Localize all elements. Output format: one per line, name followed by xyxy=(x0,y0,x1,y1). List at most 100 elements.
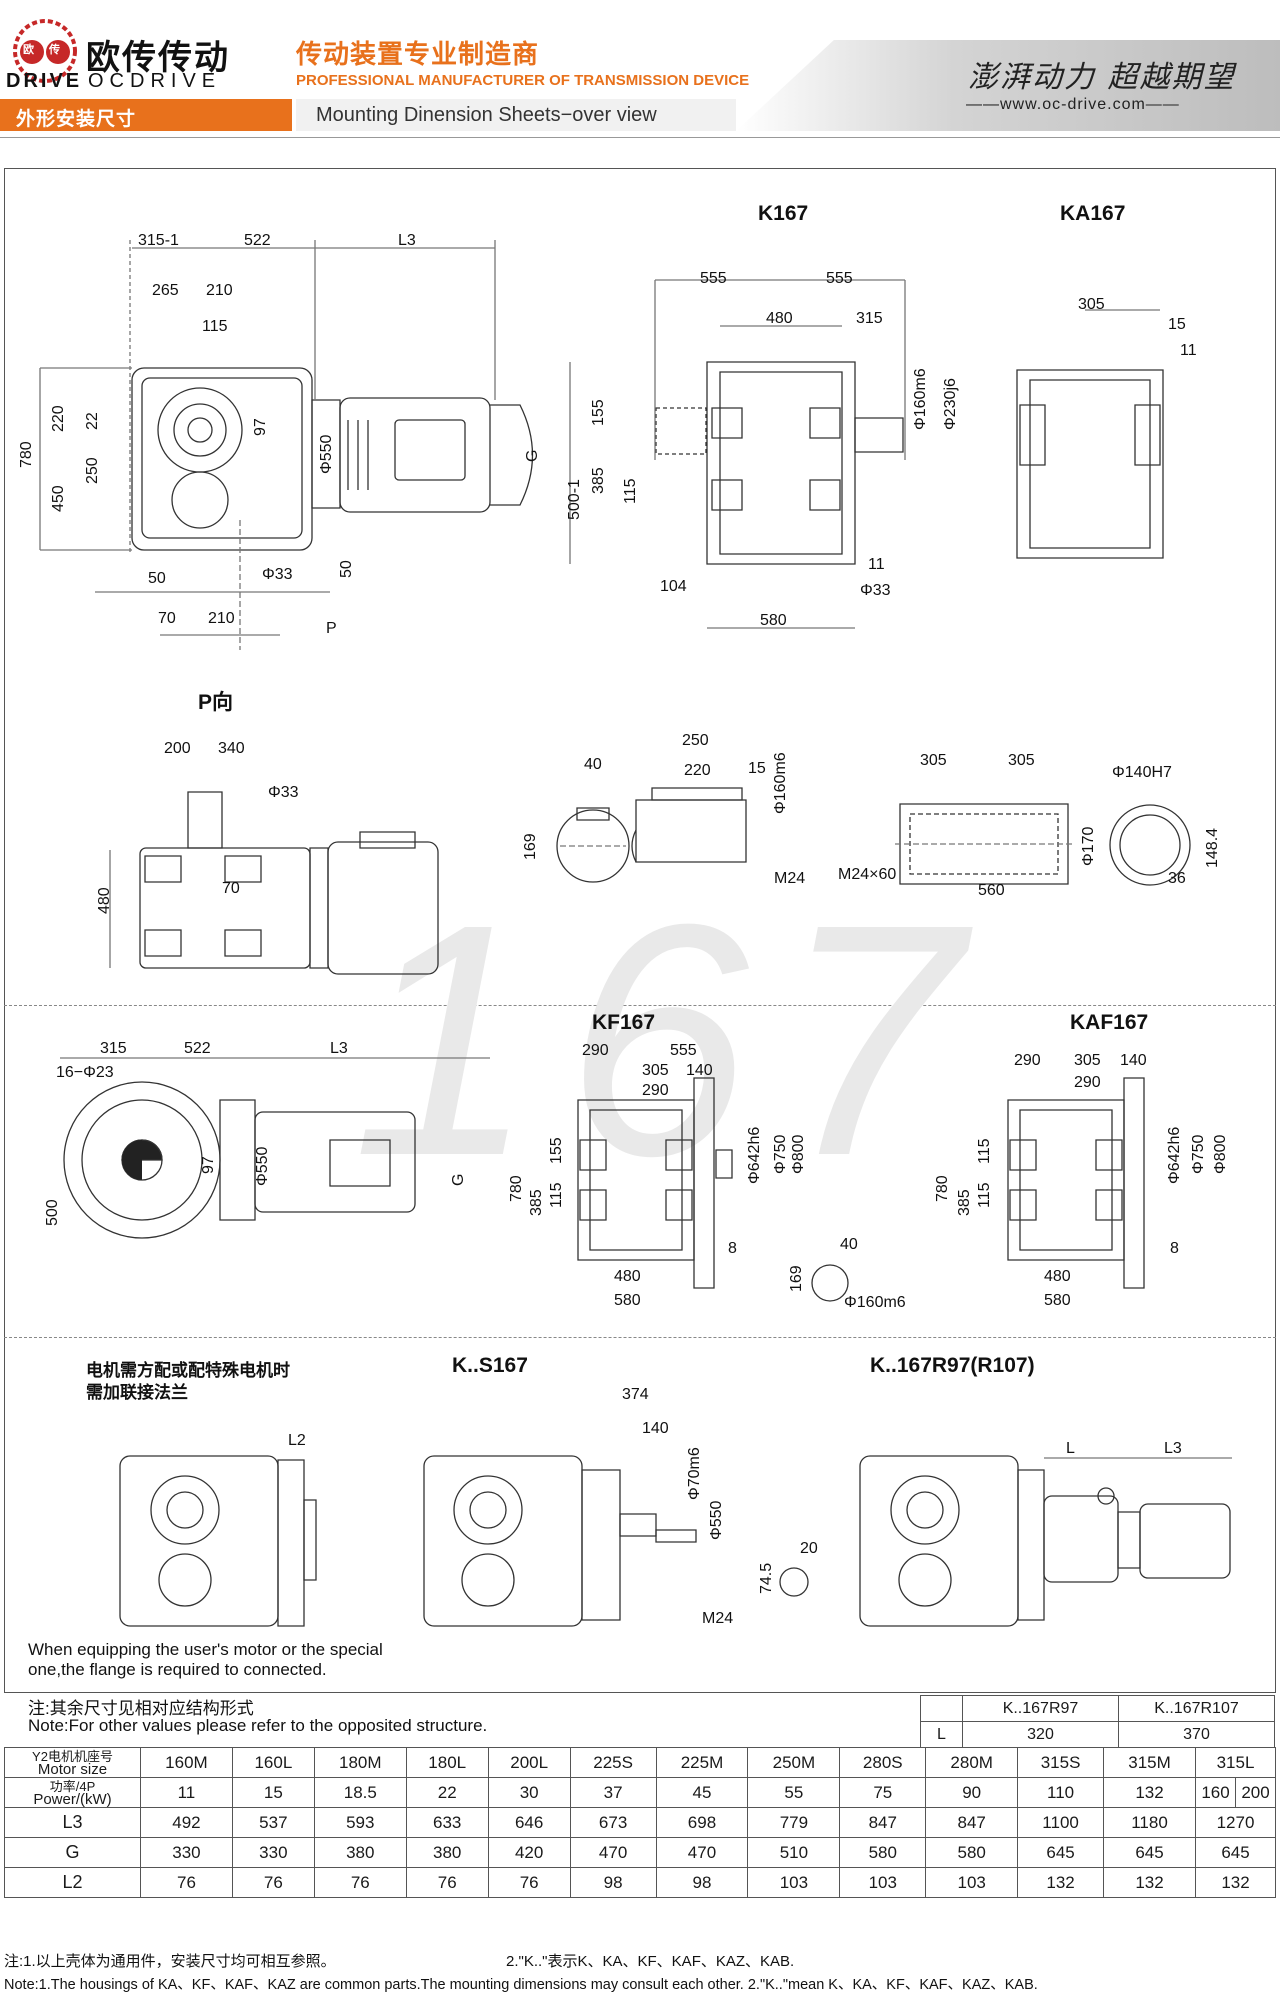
view-title-kf167: KF167 xyxy=(592,1011,656,1034)
kr97-view-outline xyxy=(860,1456,1232,1626)
header-rule xyxy=(0,137,1280,138)
table-cell: 103 xyxy=(747,1867,841,1898)
motor-size-header: Y2电机机座号 Motor size xyxy=(4,1747,141,1778)
r-table-cell: 370 xyxy=(1118,1721,1275,1748)
table-cell: 645 xyxy=(1195,1837,1276,1868)
dim-label: 374 xyxy=(622,1386,649,1403)
dim-label: 169 xyxy=(788,1265,805,1292)
table-cell: 55 xyxy=(747,1777,841,1808)
dim-label: 148.4 xyxy=(1204,827,1221,868)
dim-label: 104 xyxy=(660,578,687,595)
dim-label: M24×60 xyxy=(838,866,897,883)
kf-main-view-outline xyxy=(60,1058,490,1238)
dim-label: G xyxy=(524,449,541,462)
table-cell: 847 xyxy=(925,1807,1019,1838)
dim-label: 780 xyxy=(18,441,35,468)
dim-label: 480 xyxy=(766,310,793,327)
dim-label: 500 xyxy=(44,1199,61,1226)
table-cell: 1180 xyxy=(1103,1807,1196,1838)
row-label: L2 xyxy=(4,1867,141,1898)
hollow-bore-section xyxy=(1110,805,1190,885)
dim-label: 97 xyxy=(200,1156,217,1174)
motor-spec-table: Y2电机机座号 Motor size 160M 160L 180M 180L 2… xyxy=(4,1747,1276,1898)
dim-label: 522 xyxy=(184,1040,211,1057)
dim-label: 305 xyxy=(1008,752,1035,769)
dim-label: G xyxy=(450,1173,467,1186)
r-table-row-label: L xyxy=(920,1721,963,1748)
table-cell: 593 xyxy=(313,1807,407,1838)
dim-label: 220 xyxy=(684,762,711,779)
motor-size-label-cn: Y2电机机座号 xyxy=(32,1748,113,1764)
dim-label: 385 xyxy=(528,1189,545,1216)
table-cell: 132 xyxy=(1195,1867,1276,1898)
table-cell: 132 xyxy=(1017,1867,1105,1898)
dim-label: 140 xyxy=(1120,1052,1147,1069)
dim-label: L3 xyxy=(330,1040,348,1057)
power-header: 功率/4P Power/(kW) xyxy=(4,1777,141,1808)
table-row: L3 492 537 593 633 646 673 698 779 847 8… xyxy=(4,1807,1276,1838)
kf167-view-outline xyxy=(578,1078,732,1288)
dim-label: Φ750 xyxy=(1190,1134,1207,1174)
table-cell: 779 xyxy=(747,1807,841,1838)
dim-label: Φ642h6 xyxy=(1166,1126,1183,1184)
table-cell: 37 xyxy=(569,1777,657,1808)
table-cell: 110 xyxy=(1017,1777,1105,1808)
table-cell: 280M xyxy=(925,1747,1019,1778)
logo-badge-left: 欧 xyxy=(23,44,34,56)
reducer-length-table: K..167R97 K..167R107 L 320 370 xyxy=(920,1695,1275,1748)
table-cell: 225M xyxy=(655,1747,749,1778)
table-cell: 160M xyxy=(140,1747,233,1778)
dim-label: 200 xyxy=(164,740,191,757)
dim-label: 155 xyxy=(590,399,607,426)
table-cell: 160 xyxy=(1195,1777,1236,1808)
dim-label: 8 xyxy=(728,1240,737,1257)
k167-view-outline xyxy=(570,280,905,628)
row-label: L3 xyxy=(4,1807,141,1838)
dim-label: 315 xyxy=(100,1040,127,1057)
dim-label: Φ800 xyxy=(790,1134,807,1174)
brand-logo-icon xyxy=(13,19,77,83)
table-cell: 90 xyxy=(925,1777,1019,1808)
ka167-view-outline xyxy=(1017,310,1163,558)
table-cell: 180M xyxy=(313,1747,407,1778)
slogan-en: PROFESSIONAL MANUFACTURER OF TRANSMISSIO… xyxy=(296,72,750,89)
table-cell: 315M xyxy=(1103,1747,1196,1778)
dim-label: 305 xyxy=(920,752,947,769)
table-cell: 76 xyxy=(313,1867,407,1898)
dim-label: L3 xyxy=(398,232,416,249)
table-cell: 633 xyxy=(405,1807,489,1838)
dim-label: 11 xyxy=(868,556,885,573)
table-cell: 160L xyxy=(231,1747,315,1778)
dim-label: 70 xyxy=(158,610,176,627)
table-cell: 280S xyxy=(839,1747,927,1778)
brand-name-en-right: OCDRIVE xyxy=(88,70,222,92)
view-title-p: P向 xyxy=(198,691,234,714)
dim-label: 11 xyxy=(1180,342,1197,359)
table-cell: 847 xyxy=(839,1807,927,1838)
dim-label: M24 xyxy=(774,870,806,887)
dim-label: 305 xyxy=(642,1062,669,1079)
motor-size-label-en: Motor size xyxy=(37,1760,108,1778)
dim-label: 555 xyxy=(670,1042,697,1059)
table-cell: 98 xyxy=(569,1867,657,1898)
dim-label: 385 xyxy=(956,1189,973,1216)
dim-label: 115 xyxy=(976,1138,993,1164)
dim-label: Φ550 xyxy=(708,1500,725,1540)
table-row: L2 76 76 76 76 76 98 98 103 103 103 132 … xyxy=(4,1867,1276,1898)
table-cell: 420 xyxy=(487,1837,571,1868)
website: ——www.oc-drive.com—— xyxy=(966,96,1180,113)
dim-label: 74.5 xyxy=(758,1562,775,1594)
brand-name-cn: 欧传传动 xyxy=(86,39,230,77)
dim-label: Φ230j6 xyxy=(942,378,959,430)
dim-label: 155 xyxy=(548,1137,565,1164)
dim-label: 8 xyxy=(1170,1240,1179,1257)
dim-label: 115 xyxy=(202,318,228,335)
dim-label: 480 xyxy=(1044,1268,1071,1285)
dim-label: Φ70m6 xyxy=(686,1447,703,1500)
dim-label: 115 xyxy=(976,1182,993,1208)
table-cell: 645 xyxy=(1017,1837,1105,1868)
main-view-outline xyxy=(40,240,533,650)
table-cell: 380 xyxy=(405,1837,489,1868)
table-cell: 76 xyxy=(140,1867,233,1898)
footnote-cn-1: 注:1.以上壳体为通用件，安装尺寸均可相互参照。 xyxy=(4,1953,336,1970)
